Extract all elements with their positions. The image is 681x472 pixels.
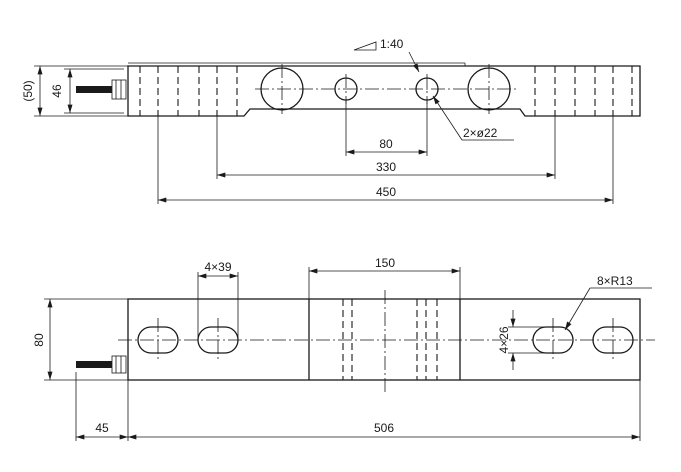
radius-label: 8×R13 [597,274,633,288]
cable-connector-icon [76,355,127,374]
top-hidden-lines [139,66,633,116]
height-label-80: 80 [32,333,46,347]
total-length-label: 506 [374,421,394,435]
top-centerlines [255,64,518,114]
cable-connector-icon [76,79,127,100]
mount-spacing-label: 330 [376,160,396,174]
taper-label: 1:40 [380,37,404,51]
bottom-view: 4×39 150 4×26 8×R13 80 45 506 [32,256,655,441]
slot-label: 4×39 [204,260,231,274]
bottom-hidden-lines [342,299,438,380]
center-width-label: 150 [375,256,395,270]
taper-symbol [353,41,377,51]
top-body-outline [127,65,641,117]
top-view: 1:40 2×ø22 46 (50) 80 330 450 [21,37,641,204]
hole-leader [432,95,463,141]
height-label-50: (50) [21,80,35,101]
height-label-46: 46 [50,84,64,98]
body-length-label: 450 [376,185,396,199]
hole-label: 2×ø22 [463,126,498,140]
bottom-body-outline [127,298,641,381]
radius-leader [564,287,591,331]
bottom-centerlines [118,290,655,392]
hole-spacing-label: 80 [379,137,393,151]
slot-width-label: 4×26 [497,326,511,353]
cable-offset-label: 45 [95,421,109,435]
